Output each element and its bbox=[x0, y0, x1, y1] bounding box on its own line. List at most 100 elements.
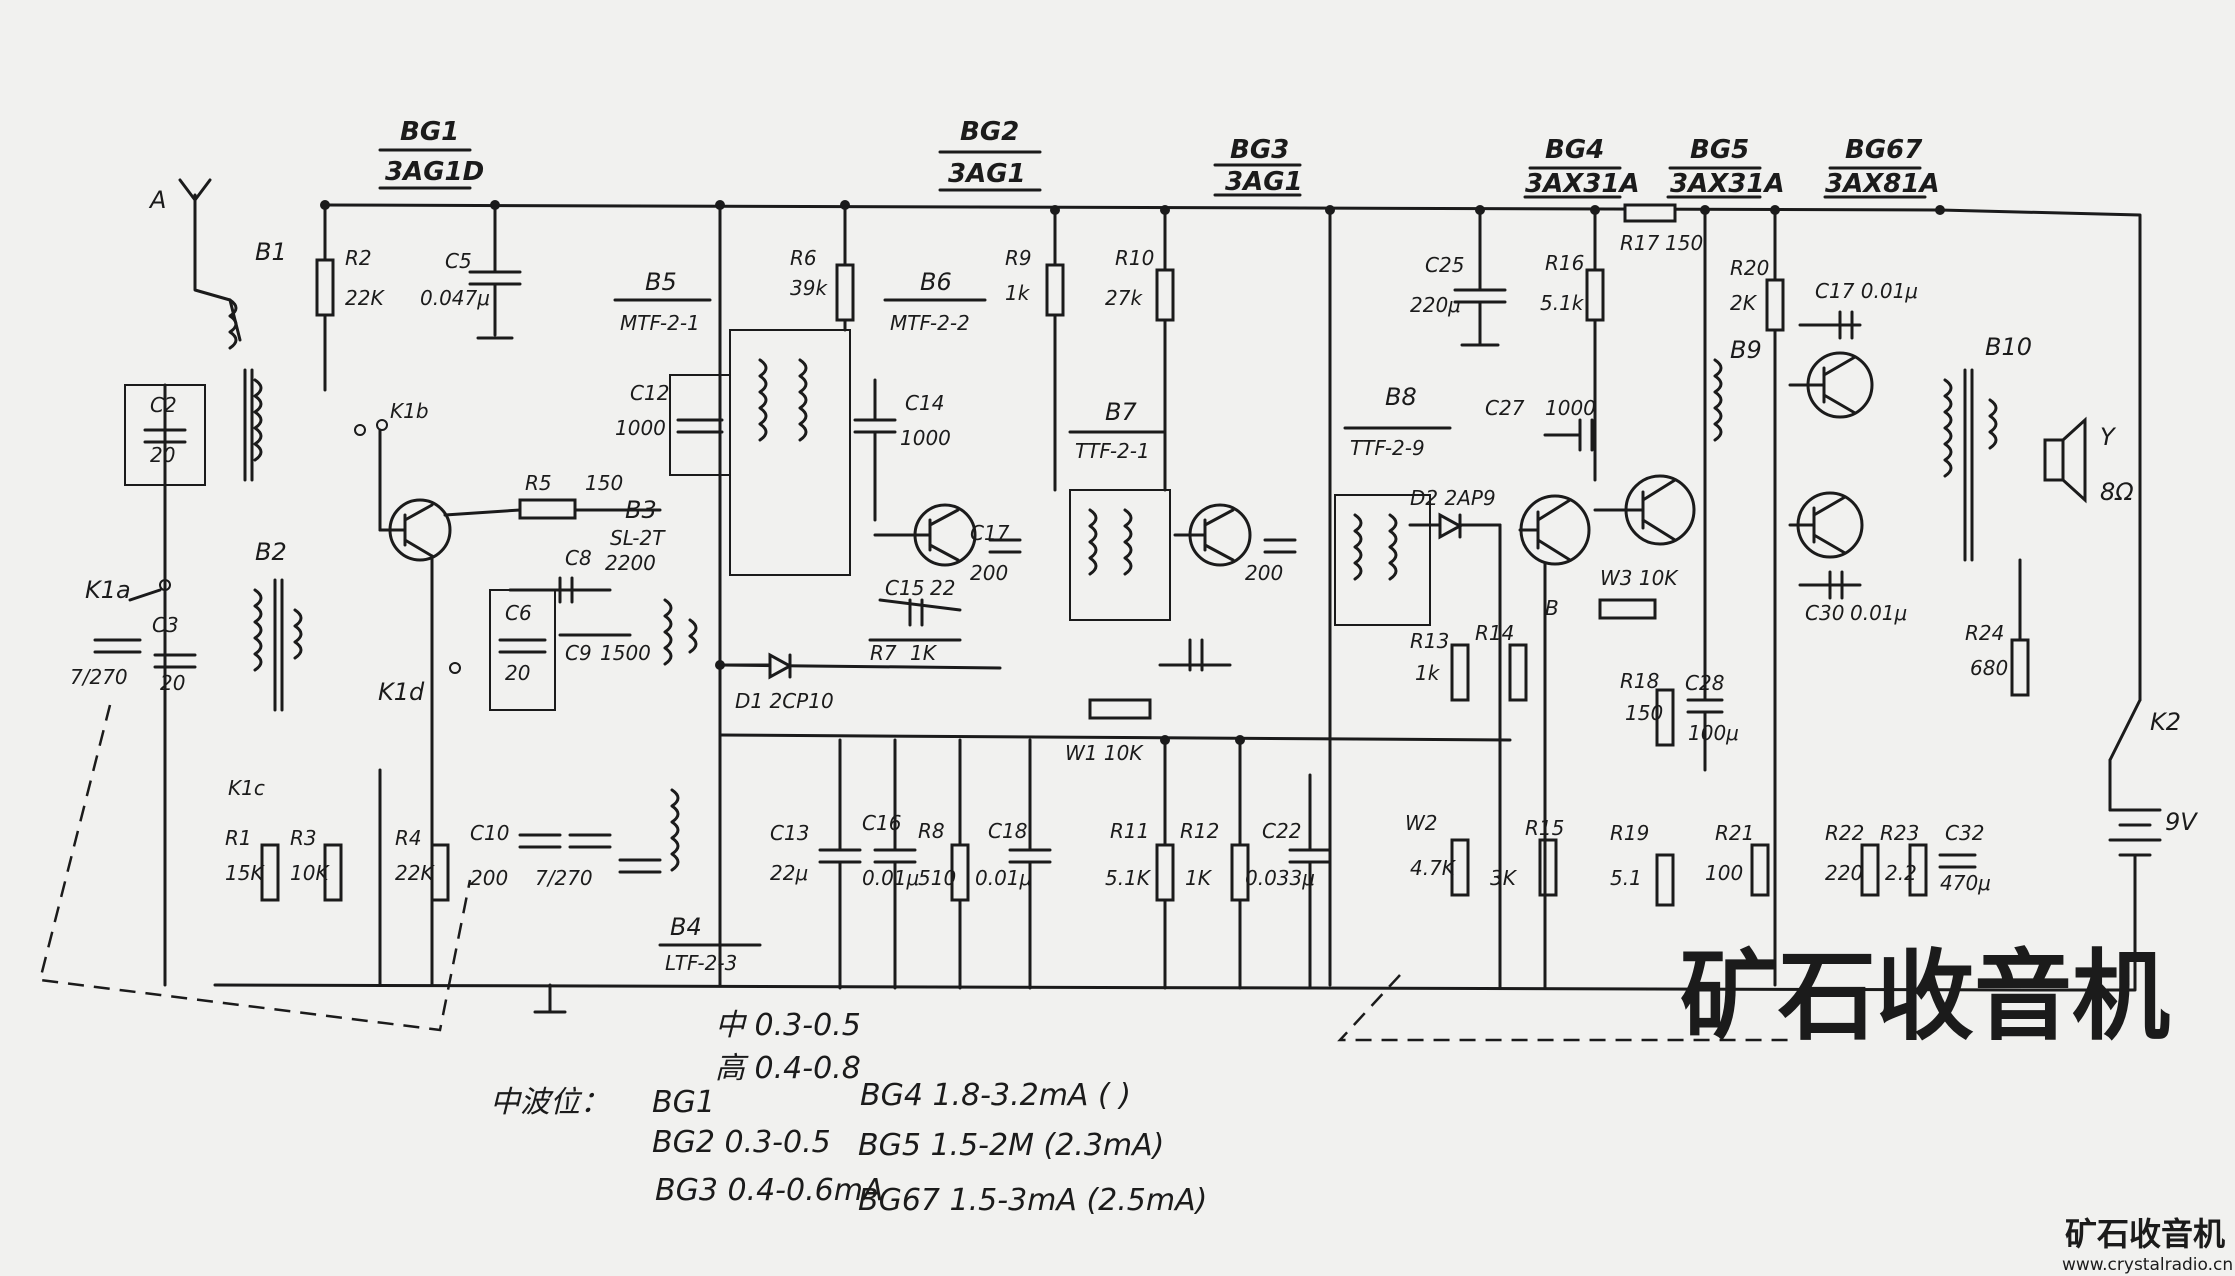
b10-label: B10 bbox=[1985, 333, 2032, 361]
r12-ref: R12 bbox=[1180, 819, 1219, 843]
transistor-bg6 bbox=[1788, 351, 1874, 419]
bg67-header: BG67 3AX81A bbox=[1823, 135, 1940, 199]
r3-ref: R3 bbox=[290, 826, 317, 850]
c9-value: 1500 bbox=[600, 641, 651, 665]
r19-ref: R19 bbox=[1610, 821, 1649, 845]
transformer-b3: B3 SL-2T bbox=[610, 496, 698, 666]
k1c-label: K1c bbox=[228, 776, 265, 800]
b4-model: LTF-2-3 bbox=[665, 951, 737, 975]
switch-k1c[interactable]: K1c bbox=[228, 776, 265, 800]
resistor-r7: R7 1K bbox=[868, 638, 962, 665]
resistor-r5: R5 150 bbox=[443, 471, 662, 520]
resistor-r24: R24 680 bbox=[1965, 558, 2030, 697]
transformer-b10: B10 bbox=[1943, 333, 2032, 562]
resistor-r16: R16 5.1k bbox=[1540, 208, 1605, 482]
capacitor-c27: C27 1000 bbox=[1485, 396, 1596, 452]
bg2-name: BG2 bbox=[960, 117, 1019, 147]
ganged-tuning-link bbox=[38, 704, 1790, 1042]
resistor-r12: R12 1K bbox=[1180, 738, 1250, 990]
r2-value: 22K bbox=[345, 286, 385, 310]
c-out-top: C17 0.01μ bbox=[1815, 279, 1918, 303]
switch-k1b[interactable]: K1b bbox=[354, 399, 429, 436]
capacitor-c12: C12 1000 bbox=[615, 374, 731, 476]
c14-value: 1000 bbox=[900, 426, 951, 450]
switch-k1d[interactable]: K1d bbox=[378, 662, 461, 706]
speaker-label: Y bbox=[2100, 423, 2117, 451]
transformer-b7: B7 TTF-2-1 bbox=[1068, 398, 1171, 621]
r9-ref: R9 bbox=[1005, 246, 1032, 270]
c30-ref: C30 bbox=[1805, 601, 1844, 625]
badge-title: 矿石收音机 bbox=[2065, 1215, 2225, 1253]
r5-value: 150 bbox=[585, 471, 623, 495]
r4-ref: R4 bbox=[395, 826, 422, 850]
b7-label: B7 bbox=[1105, 398, 1137, 426]
c18-ref: C18 bbox=[988, 819, 1027, 843]
capacitor-c1: 7/270 bbox=[70, 638, 142, 689]
bg3-header: BG3 3AG1 bbox=[1213, 135, 1303, 197]
r20-value: 2K bbox=[1730, 291, 1758, 315]
k1d-label: K1d bbox=[378, 678, 425, 706]
c8-value: 2200 bbox=[605, 551, 656, 575]
r21-value: 100 bbox=[1705, 861, 1743, 885]
r16-ref: R16 bbox=[1545, 251, 1584, 275]
c12-ref: C12 bbox=[630, 381, 669, 405]
c22-ref: C22 bbox=[1262, 819, 1301, 843]
r2-ref: R2 bbox=[345, 246, 372, 270]
resistor-r10: R10 27k bbox=[1105, 208, 1175, 322]
r12-value: 1K bbox=[1185, 866, 1213, 890]
b5-label: B5 bbox=[645, 268, 677, 296]
bg5-name: BG5 bbox=[1690, 135, 1749, 165]
note-title: 中波位： bbox=[490, 1085, 610, 1120]
r1-ref: R1 bbox=[225, 826, 252, 850]
badge-url: www.crystalradio.cn bbox=[2062, 1255, 2233, 1275]
capacitor-c14: C14 1000 bbox=[853, 378, 951, 522]
capacitor-c8: C8 2200 bbox=[508, 546, 656, 604]
diode-d1: D1 2CP10 bbox=[718, 652, 834, 713]
r20-ref: R20 bbox=[1730, 256, 1769, 280]
transformer-b1: B1 bbox=[228, 238, 287, 482]
bg2-header: BG2 3AG1 bbox=[938, 117, 1042, 192]
potentiometer-w1[interactable]: W1 10K bbox=[1065, 698, 1152, 765]
switch-k1a[interactable]: K1a bbox=[85, 576, 171, 604]
capacitor-c16-local bbox=[618, 858, 662, 874]
ground-rail-bottom bbox=[213, 983, 2027, 992]
c11-value: 7/270 bbox=[535, 866, 593, 890]
c32-ref: C32 bbox=[1945, 821, 1984, 845]
c15-ref: C15 bbox=[885, 576, 924, 600]
capacitor-c10: C10 200 bbox=[470, 821, 562, 890]
r3-value: 10K bbox=[290, 861, 330, 885]
b8-label: B8 bbox=[1385, 383, 1417, 411]
transformer-b4: B4 LTF-2-3 bbox=[658, 788, 762, 975]
capacitor-c22: C22 0.033μ bbox=[1245, 773, 1332, 990]
b9-label: B9 bbox=[1730, 336, 1762, 364]
bg3-name: BG3 bbox=[1230, 135, 1289, 165]
b4-label: B4 bbox=[670, 913, 702, 941]
w2-label: W2 bbox=[1405, 811, 1438, 835]
capacitor-c3: C3 20 bbox=[152, 613, 197, 695]
bg1-name: BG1 bbox=[400, 117, 459, 147]
transistor-bg1 bbox=[378, 428, 452, 987]
diode-d2: D2 2AP9 bbox=[1408, 486, 1502, 540]
transformer-b2: B2 bbox=[253, 538, 303, 712]
resistor-r18: R18 150 bbox=[1620, 669, 1675, 747]
note-bg4: BG4 1.8-3.2mA ( ) bbox=[860, 1078, 1131, 1113]
r17-ref: R17 bbox=[1620, 231, 1660, 255]
r13-ref: R13 bbox=[1410, 629, 1449, 653]
r5-ref: R5 bbox=[525, 471, 552, 495]
watermark-logo: 矿石收音机 bbox=[1680, 940, 2170, 1054]
r9-value: 1k bbox=[1005, 281, 1031, 305]
r10-ref: R10 bbox=[1115, 246, 1154, 270]
resistor-r23: R23 2.2 bbox=[1880, 821, 1928, 897]
resistor-r3: R3 10K bbox=[290, 826, 343, 902]
switch-k2[interactable]: K2 bbox=[2108, 698, 2181, 762]
potentiometer-w2[interactable]: W2 4.7K bbox=[1405, 811, 1470, 897]
resistor-r8: R8 510 bbox=[918, 738, 970, 990]
c27-ref: C27 bbox=[1485, 396, 1525, 420]
d1-label: D1 2CP10 bbox=[735, 689, 834, 713]
r11-value: 5.1K bbox=[1105, 866, 1152, 890]
r18-ref: R18 bbox=[1620, 669, 1659, 693]
potentiometer-w3[interactable]: W3 10K bbox=[1598, 566, 1679, 620]
resistor-r11: R11 5.1K bbox=[1105, 738, 1175, 990]
junction-dots bbox=[320, 200, 1945, 745]
capacitor-c16: C16 0.01μ bbox=[862, 738, 919, 990]
